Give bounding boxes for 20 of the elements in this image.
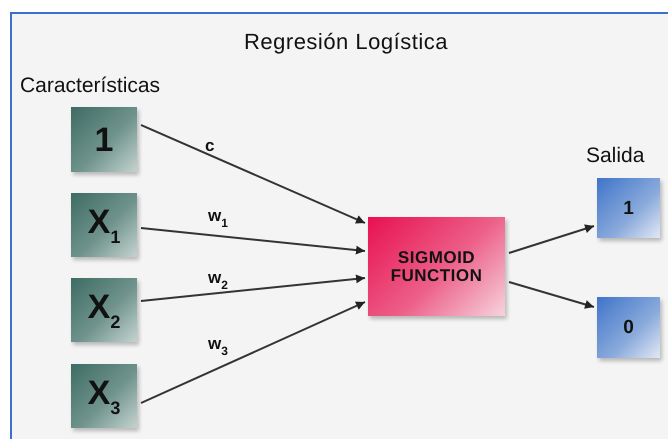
function-box: SIGMOID FUNCTION xyxy=(368,217,505,316)
arrow xyxy=(140,274,366,302)
input-box: 1 xyxy=(71,107,137,172)
arrow xyxy=(508,281,594,309)
edge-label: c xyxy=(205,136,214,156)
output-box: 1 xyxy=(597,178,660,238)
diagram-title: Regresión Logística xyxy=(243,29,449,55)
edge-label: w$_{2}$ xyxy=(208,268,228,292)
arrow xyxy=(140,301,366,404)
edge-label: w$_{1}$ xyxy=(208,206,228,230)
column-heading: Características xyxy=(20,74,160,98)
input-box: X$_{2}$ xyxy=(71,278,137,342)
output-box: 0 xyxy=(597,297,660,358)
arrow xyxy=(508,224,594,254)
input-box: X$_{3}$ xyxy=(71,364,137,428)
input-box: X$_{1}$ xyxy=(71,193,137,257)
edge-label: w$_{3}$ xyxy=(208,334,228,358)
arrow xyxy=(140,227,366,255)
column-heading: Salida xyxy=(586,144,644,168)
arrow xyxy=(140,124,366,224)
